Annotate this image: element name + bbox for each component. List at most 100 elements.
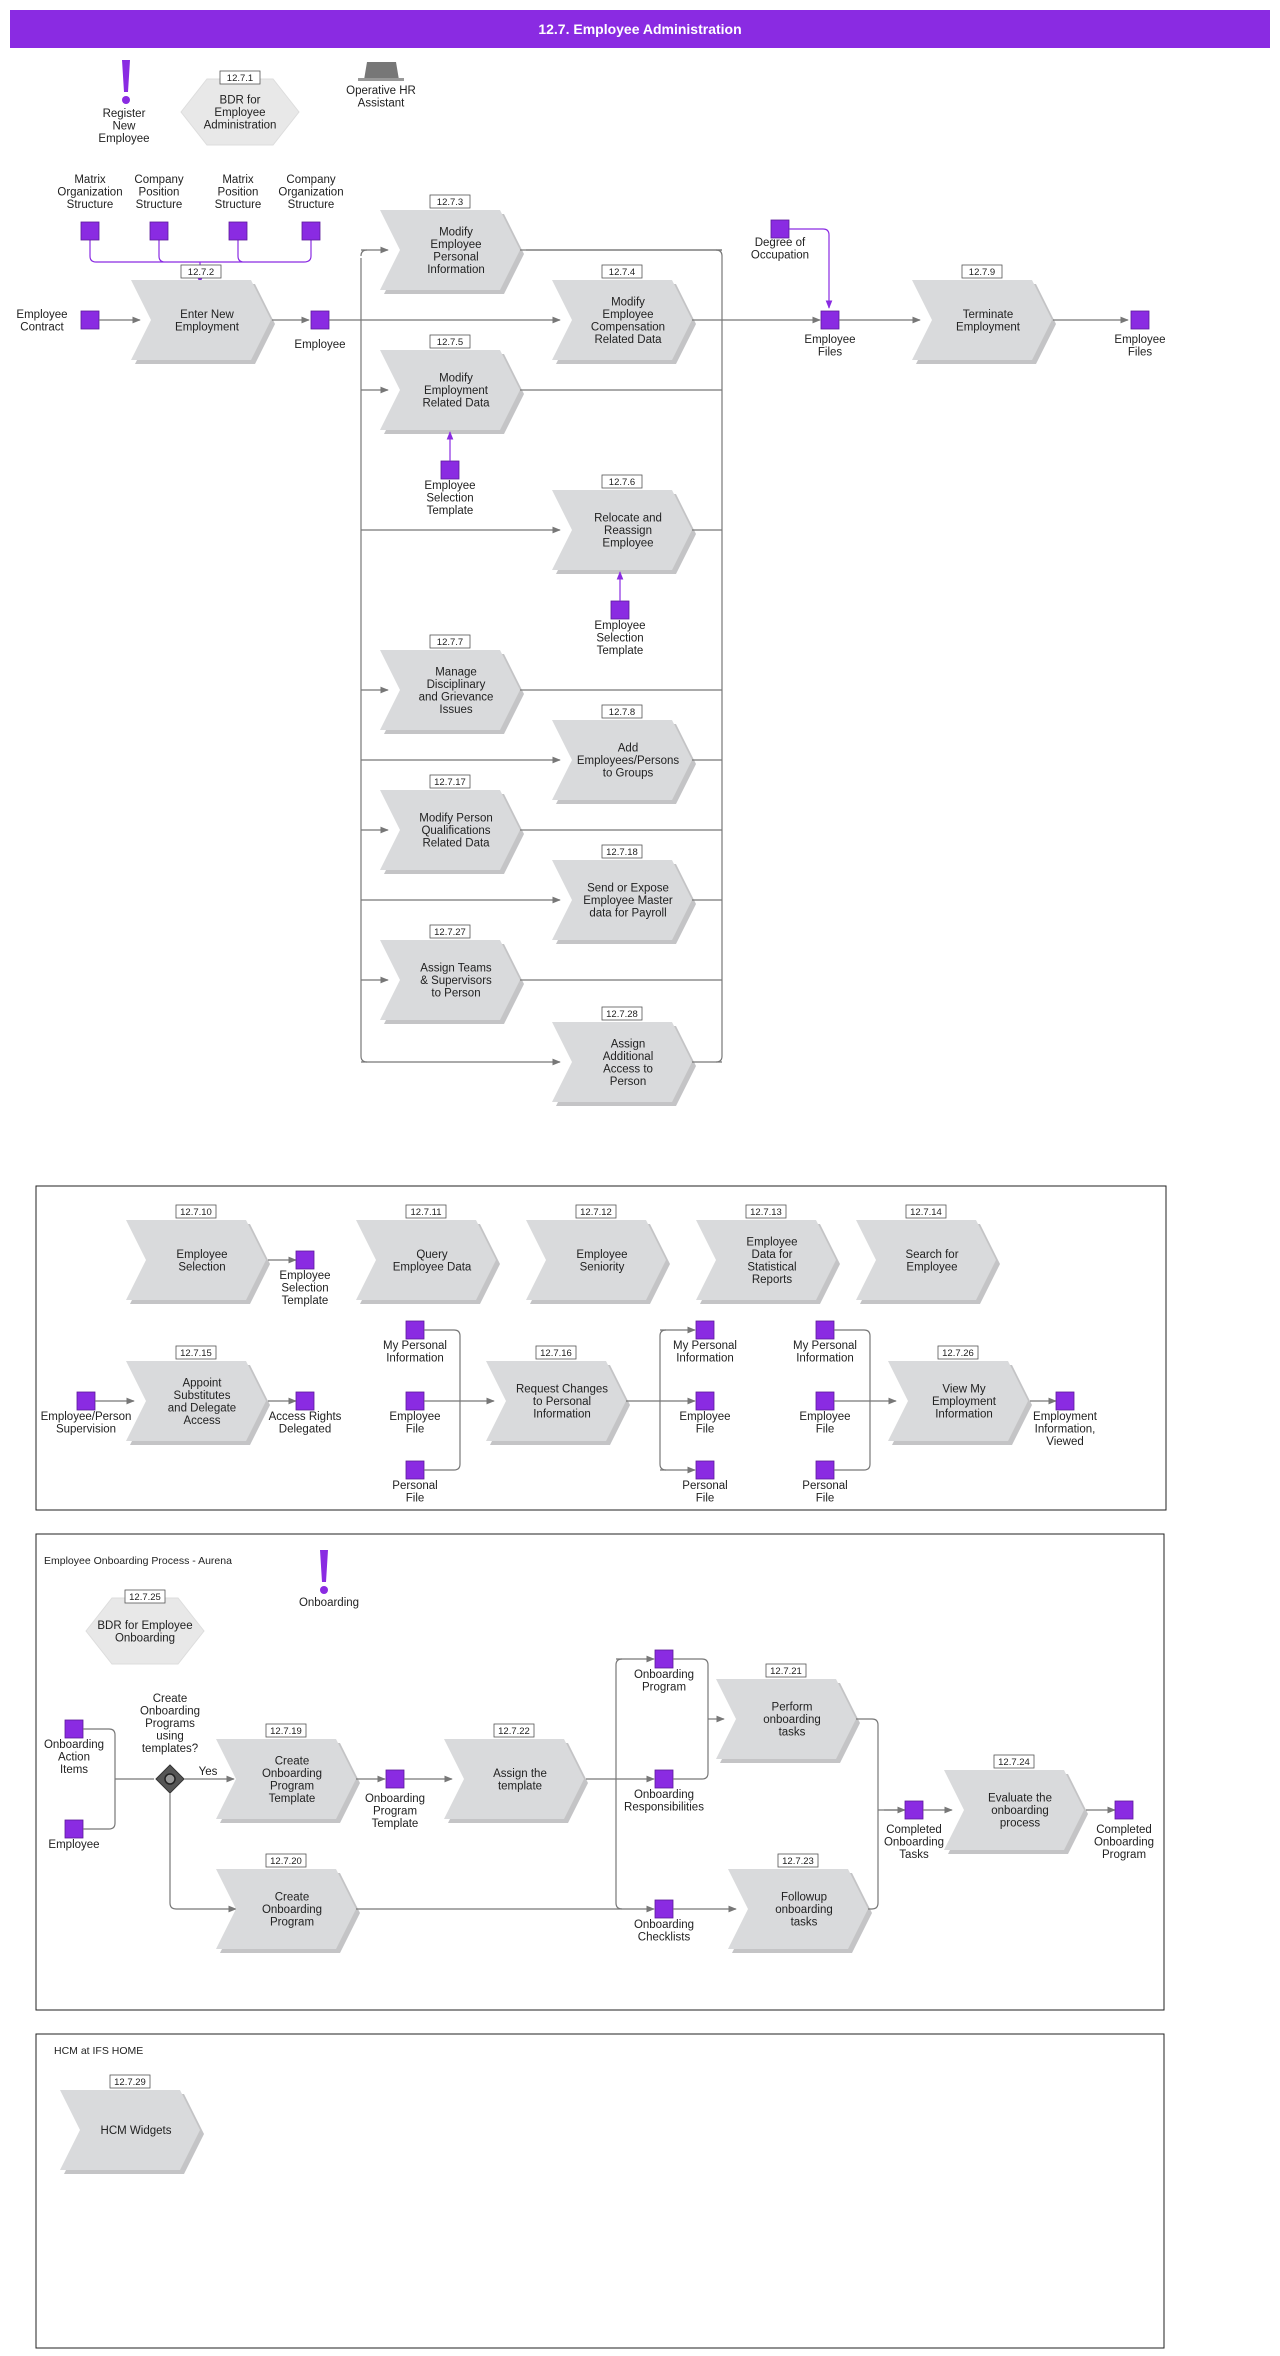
access-rights-object[interactable] [295, 1391, 315, 1411]
matrix-org-structure-label-line: Structure [67, 199, 114, 211]
my-personal-info-a-object[interactable] [405, 1320, 425, 1340]
matrix-org-structure-object[interactable] [80, 221, 100, 241]
box2-employee-object[interactable] [64, 1819, 84, 1839]
process-enter-new-employment-label-line: Enter New [180, 309, 234, 321]
onboarding-checklists-object[interactable] [654, 1899, 674, 1919]
employee-file-a-object[interactable] [405, 1391, 425, 1411]
onboarding-program-label-line: Program [642, 1682, 686, 1694]
personal-file-a-object[interactable] [405, 1460, 425, 1480]
employee-contract-object[interactable] [80, 310, 100, 330]
employee-files-2-label-line: Employee [1114, 334, 1165, 346]
employee-selection-template-1-object[interactable] [440, 460, 460, 480]
employee-files-1-object[interactable] [820, 310, 840, 330]
degree-of-occupation-object[interactable] [770, 219, 790, 239]
my-personal-info-c-object[interactable] [815, 1320, 835, 1340]
process-view-my-employment-id: 12.7.26 [937, 1345, 979, 1360]
process-evaluate-onboarding-id: 12.7.24 [993, 1754, 1035, 1769]
employee-object[interactable] [310, 310, 330, 330]
employment-info-viewed-object[interactable] [1055, 1391, 1075, 1411]
process-hcm-widgets[interactable]: HCM Widgets [60, 2090, 204, 2174]
onboarding-event-icon[interactable] [320, 1550, 328, 1594]
personal-file-b-object[interactable] [695, 1460, 715, 1480]
onboarding-responsibilities-object[interactable] [654, 1769, 674, 1789]
onboarding-action-items-object[interactable] [64, 1719, 84, 1739]
employee-selection-template-2-object[interactable] [610, 600, 630, 620]
completed-onboarding-tasks-object[interactable] [904, 1800, 924, 1820]
templates-question-label-line: templates? [142, 1743, 198, 1755]
personal-file-c-object[interactable] [815, 1460, 835, 1480]
completed-onboarding-program-object[interactable] [1114, 1800, 1134, 1820]
completed-onboarding-program-label-line: Program [1102, 1849, 1146, 1861]
my-personal-info-b-object[interactable] [695, 1320, 715, 1340]
register-new-employee-event-icon[interactable] [122, 60, 130, 104]
employment-info-viewed-label-line: Viewed [1046, 1436, 1084, 1448]
completed-onboarding-tasks-label-line: Completed [886, 1824, 942, 1836]
employee-file-b-object[interactable] [695, 1391, 715, 1411]
process-p12717-id-text: 12.7.17 [434, 777, 466, 788]
process-followup-onboarding-label-line: tasks [791, 1917, 818, 1929]
supervision-object[interactable] [76, 1391, 96, 1411]
tasks-merge-connector [856, 1718, 904, 1910]
box2-employee-label-line: Employee [48, 1839, 99, 1851]
box1-employee-selection-template-object[interactable] [295, 1250, 315, 1270]
process-create-onboarding-program-id: 12.7.20 [265, 1853, 307, 1868]
onboarding-action-items-label-line: Action [58, 1752, 90, 1764]
company-org-structure-label-line: Company [286, 174, 335, 186]
personal-file-b-label-line: File [696, 1493, 715, 1505]
box1-employee-selection-template-label-line: Employee [279, 1270, 330, 1282]
matrix-position-structure-object[interactable] [228, 221, 248, 241]
process-request-changes-label-line: Information [533, 1409, 591, 1421]
process-p1273-id: 12.7.3 [429, 194, 471, 209]
personal-file-a-label-line: File [406, 1493, 425, 1505]
process-p1278-id: 12.7.8 [601, 704, 643, 719]
matrix-org-structure-label-line: Matrix [74, 174, 106, 186]
process-p1277-id-text: 12.7.7 [437, 637, 463, 648]
onboarding-program-object[interactable] [654, 1649, 674, 1669]
process-view-my-employment-label-line: Information [935, 1409, 993, 1421]
company-position-structure-object[interactable] [149, 221, 169, 241]
employee-files-2-object[interactable] [1130, 310, 1150, 330]
templates-gateway[interactable] [155, 1764, 185, 1794]
employee-file-c-object[interactable] [815, 1391, 835, 1411]
process-p12727-label-line: & Supervisors [420, 975, 492, 987]
operative-hr-assistant-icon[interactable] [358, 62, 404, 81]
employee-files-1-label-line: Files [818, 347, 843, 359]
onboarding-program-template-object[interactable] [385, 1769, 405, 1789]
company-org-structure-object[interactable] [301, 221, 321, 241]
view-inputs-connector [834, 1329, 871, 1471]
